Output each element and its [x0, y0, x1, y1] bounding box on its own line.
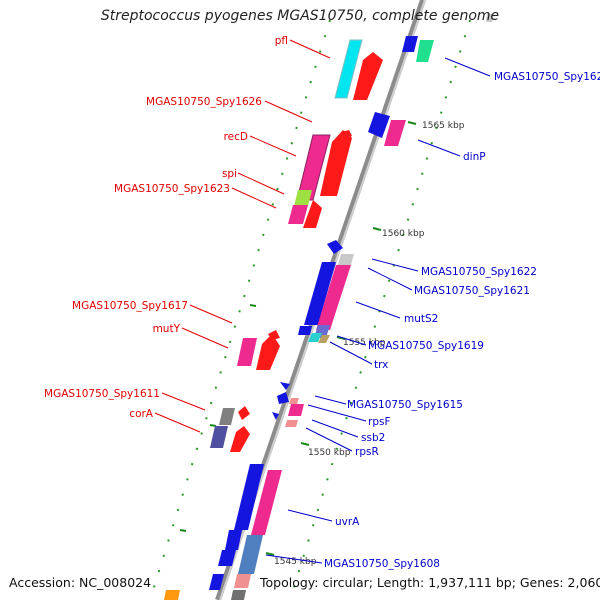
- gene-uvrA-blue: [234, 464, 264, 530]
- gene-label-pfl: pfl: [275, 35, 288, 47]
- gene-spy1622-arrow: [298, 326, 312, 335]
- gene-mutY: [256, 334, 280, 370]
- gene-trx-b: [318, 335, 330, 343]
- accession-text: Accession: NC_008024: [9, 575, 152, 590]
- gene-bottom-blue: [209, 574, 224, 590]
- gene-top-gray: [486, 14, 494, 22]
- map-title: Streptococcus pyogenes MGAS10750, comple…: [100, 8, 500, 24]
- bp-ticks: [179, 121, 417, 556]
- gene-spy1608-b: [218, 550, 236, 566]
- gene-recD: [320, 130, 352, 196]
- gene-label-spy1615: MGAS10750_Spy1615: [347, 399, 463, 411]
- gene-corA: [210, 426, 228, 448]
- gene-spy1622: [327, 240, 343, 254]
- gene-spy1615-a: [280, 382, 290, 390]
- gene-label-spi: spi: [222, 168, 237, 180]
- gene-label-spy1622: MGAS10750_Spy1622: [421, 266, 537, 278]
- right-leader-lines: [265, 57, 491, 564]
- gene-label-spy1629: MGAS10750_Spy1629: [494, 71, 600, 83]
- gene-label-spy1608: MGAS10750_Spy1608: [324, 558, 440, 570]
- gene-spi: [294, 190, 312, 206]
- gene-bottom-pink: [234, 574, 251, 588]
- gene-label-uvrA: uvrA: [335, 516, 360, 528]
- gene-label-trx: trx: [374, 359, 388, 371]
- gene-ssb2: [289, 398, 299, 404]
- gene-label-mutY: mutY: [153, 323, 181, 335]
- gene-pfl-paralog: [353, 52, 383, 100]
- gene-label-spy1623: MGAS10750_Spy1623: [114, 183, 230, 195]
- gene-features: [164, 14, 494, 600]
- gene-trx: [308, 333, 322, 342]
- gene-mutS2: [316, 265, 351, 330]
- gene-bottom-orange: [164, 590, 180, 600]
- kbp-label-1545: 1545 kbp: [274, 557, 317, 567]
- kbp-label-1555: 1555 kbp: [343, 338, 386, 348]
- gene-spy1621: [337, 254, 354, 268]
- gene-spy1623: [288, 205, 308, 224]
- gene-pfl: [334, 39, 363, 99]
- gene-bottom-gray: [231, 590, 246, 600]
- gene-label-spy1619: MGAS10750_Spy1619: [368, 340, 484, 352]
- gene-label-dinP: dinP: [463, 151, 486, 163]
- gene-label-rpsR: rpsR: [355, 446, 379, 458]
- gene-label-rpsF: rpsF: [368, 416, 391, 428]
- genome-summary-text: Topology: circular; Length: 1,937,111 bp…: [260, 575, 600, 590]
- kbp-label-1560: 1560 kbp: [382, 229, 425, 239]
- left-gene-labels: pfl MGAS10750_Spy1626 recD spi MGAS10750…: [44, 35, 288, 420]
- gene-spy1611: [219, 408, 235, 425]
- gene-label-corA: corA: [129, 408, 154, 420]
- gene-rpsF: [288, 404, 304, 416]
- gene-label-spy1621: MGAS10750_Spy1621: [414, 285, 530, 297]
- gene-rpsR: [285, 420, 298, 427]
- gene-spy1629-b: [416, 40, 434, 62]
- gene-label-recD: recD: [224, 131, 248, 143]
- gene-dinP-a: [368, 112, 390, 138]
- gene-spy1615-b: [277, 392, 289, 404]
- gene-spy1608: [238, 535, 263, 574]
- gene-label-mutS2: mutS2: [404, 313, 438, 325]
- kbp-label-1550: 1550 kbp: [308, 448, 351, 458]
- gene-corA-b: [230, 426, 250, 452]
- gene-dinP-b: [384, 120, 406, 146]
- gene-rpsF-b: [272, 412, 279, 420]
- gene-uvrA: [251, 470, 282, 535]
- gene-spy1623-b: [303, 200, 322, 228]
- gene-spy1608-a: [225, 530, 242, 550]
- gene-label-spy1617: MGAS10750_Spy1617: [72, 300, 188, 312]
- gene-mutS2-blue: [304, 262, 336, 325]
- gene-recD-small: [341, 130, 352, 140]
- gene-label-spy1626: MGAS10750_Spy1626: [146, 96, 262, 108]
- kbp-label-1565: 1565 kbp: [422, 121, 465, 131]
- gene-corA-small: [238, 406, 250, 420]
- gene-label-ssb2: ssb2: [361, 432, 385, 444]
- left-leader-lines: [154, 39, 331, 433]
- gene-spy1617: [237, 338, 257, 366]
- right-gene-labels: MGAS10750_Spy1629 dinP MGAS10750_Spy1622…: [324, 71, 600, 570]
- gene-mutY-b: [268, 330, 280, 340]
- gene-spy1629-a: [402, 36, 418, 52]
- gene-label-spy1611: MGAS10750_Spy1611: [44, 388, 160, 400]
